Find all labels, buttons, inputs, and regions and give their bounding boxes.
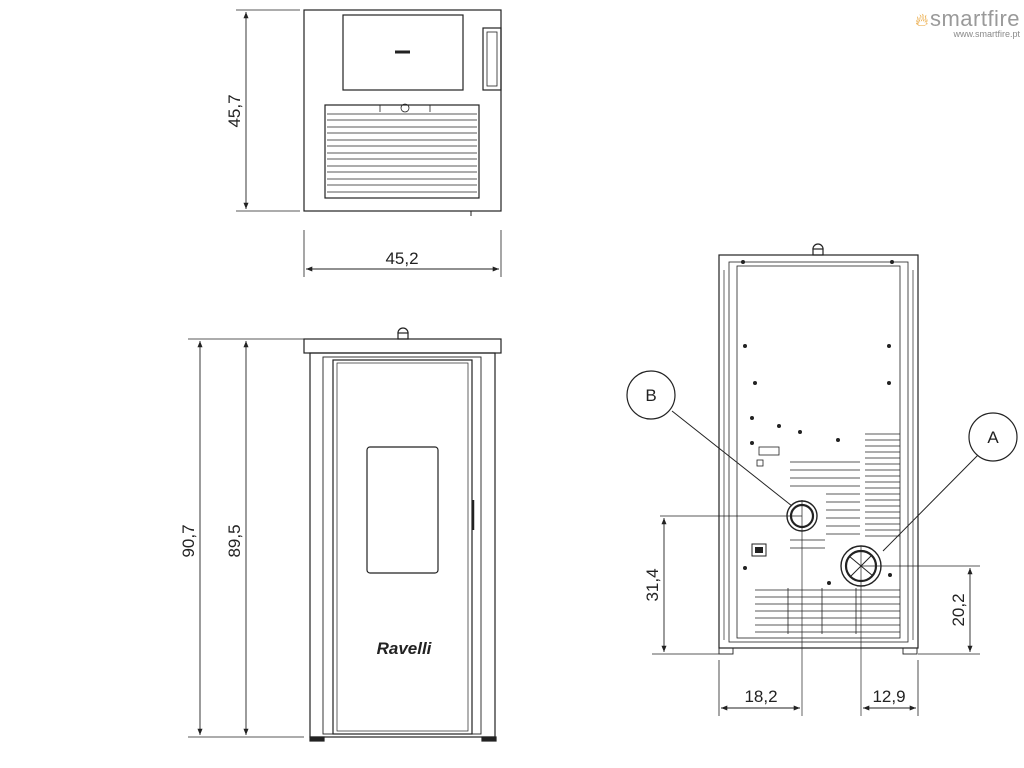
front-view-logo: Ravelli <box>377 639 433 658</box>
top-view-outline <box>303 9 502 212</box>
outlet-a-leader <box>882 452 981 552</box>
body-height-label: 89,5 <box>225 524 244 557</box>
rear-view-outline <box>718 254 919 649</box>
rear-view-upper-vent <box>865 433 900 537</box>
rear-view <box>626 243 1018 716</box>
outlet-b-offset-label: 18,2 <box>744 687 777 706</box>
rear-view-middle-vent <box>790 461 860 549</box>
outlet-a-label: A <box>987 428 999 447</box>
flame-icon: 🔥︎ <box>915 10 929 30</box>
outlet-b-height-label: 31,4 <box>643 568 662 601</box>
top-view-hopper-lid <box>342 14 464 91</box>
brand-url: www.smartfire.pt <box>953 29 1020 39</box>
outlet-a-height-label: 20,2 <box>949 593 968 626</box>
width-label: 45,2 <box>385 249 418 268</box>
depth-label: 45,7 <box>225 94 244 127</box>
outlet-b-label: B <box>645 386 656 405</box>
rear-view-screw-holes <box>741 260 894 585</box>
front-view <box>188 327 502 742</box>
total-height-label: 90,7 <box>179 524 198 557</box>
front-view-top-plate <box>303 338 502 354</box>
front-view-door <box>332 359 473 735</box>
outlet-b-leader <box>671 410 793 507</box>
brand-logo: 🔥︎smartfire www.smartfire.pt <box>902 6 1020 39</box>
top-view-control-panel <box>482 27 502 91</box>
rear-view-power-socket <box>751 543 767 557</box>
front-view-fire-window <box>366 446 439 574</box>
front-view-body <box>309 352 496 738</box>
top-view-vent-slats <box>327 103 477 193</box>
outlet-b-callout-bubble <box>626 370 676 420</box>
rear-view-lower-vent <box>755 588 900 634</box>
outlet-a-offset-label: 12,9 <box>872 687 905 706</box>
top-view-vent-grille <box>324 104 480 199</box>
brand-name: smartfire <box>929 6 1020 31</box>
brand-name-row: 🔥︎smartfire <box>915 6 1020 31</box>
outlet-a-callout-bubble <box>968 412 1018 462</box>
top-view <box>236 9 502 277</box>
